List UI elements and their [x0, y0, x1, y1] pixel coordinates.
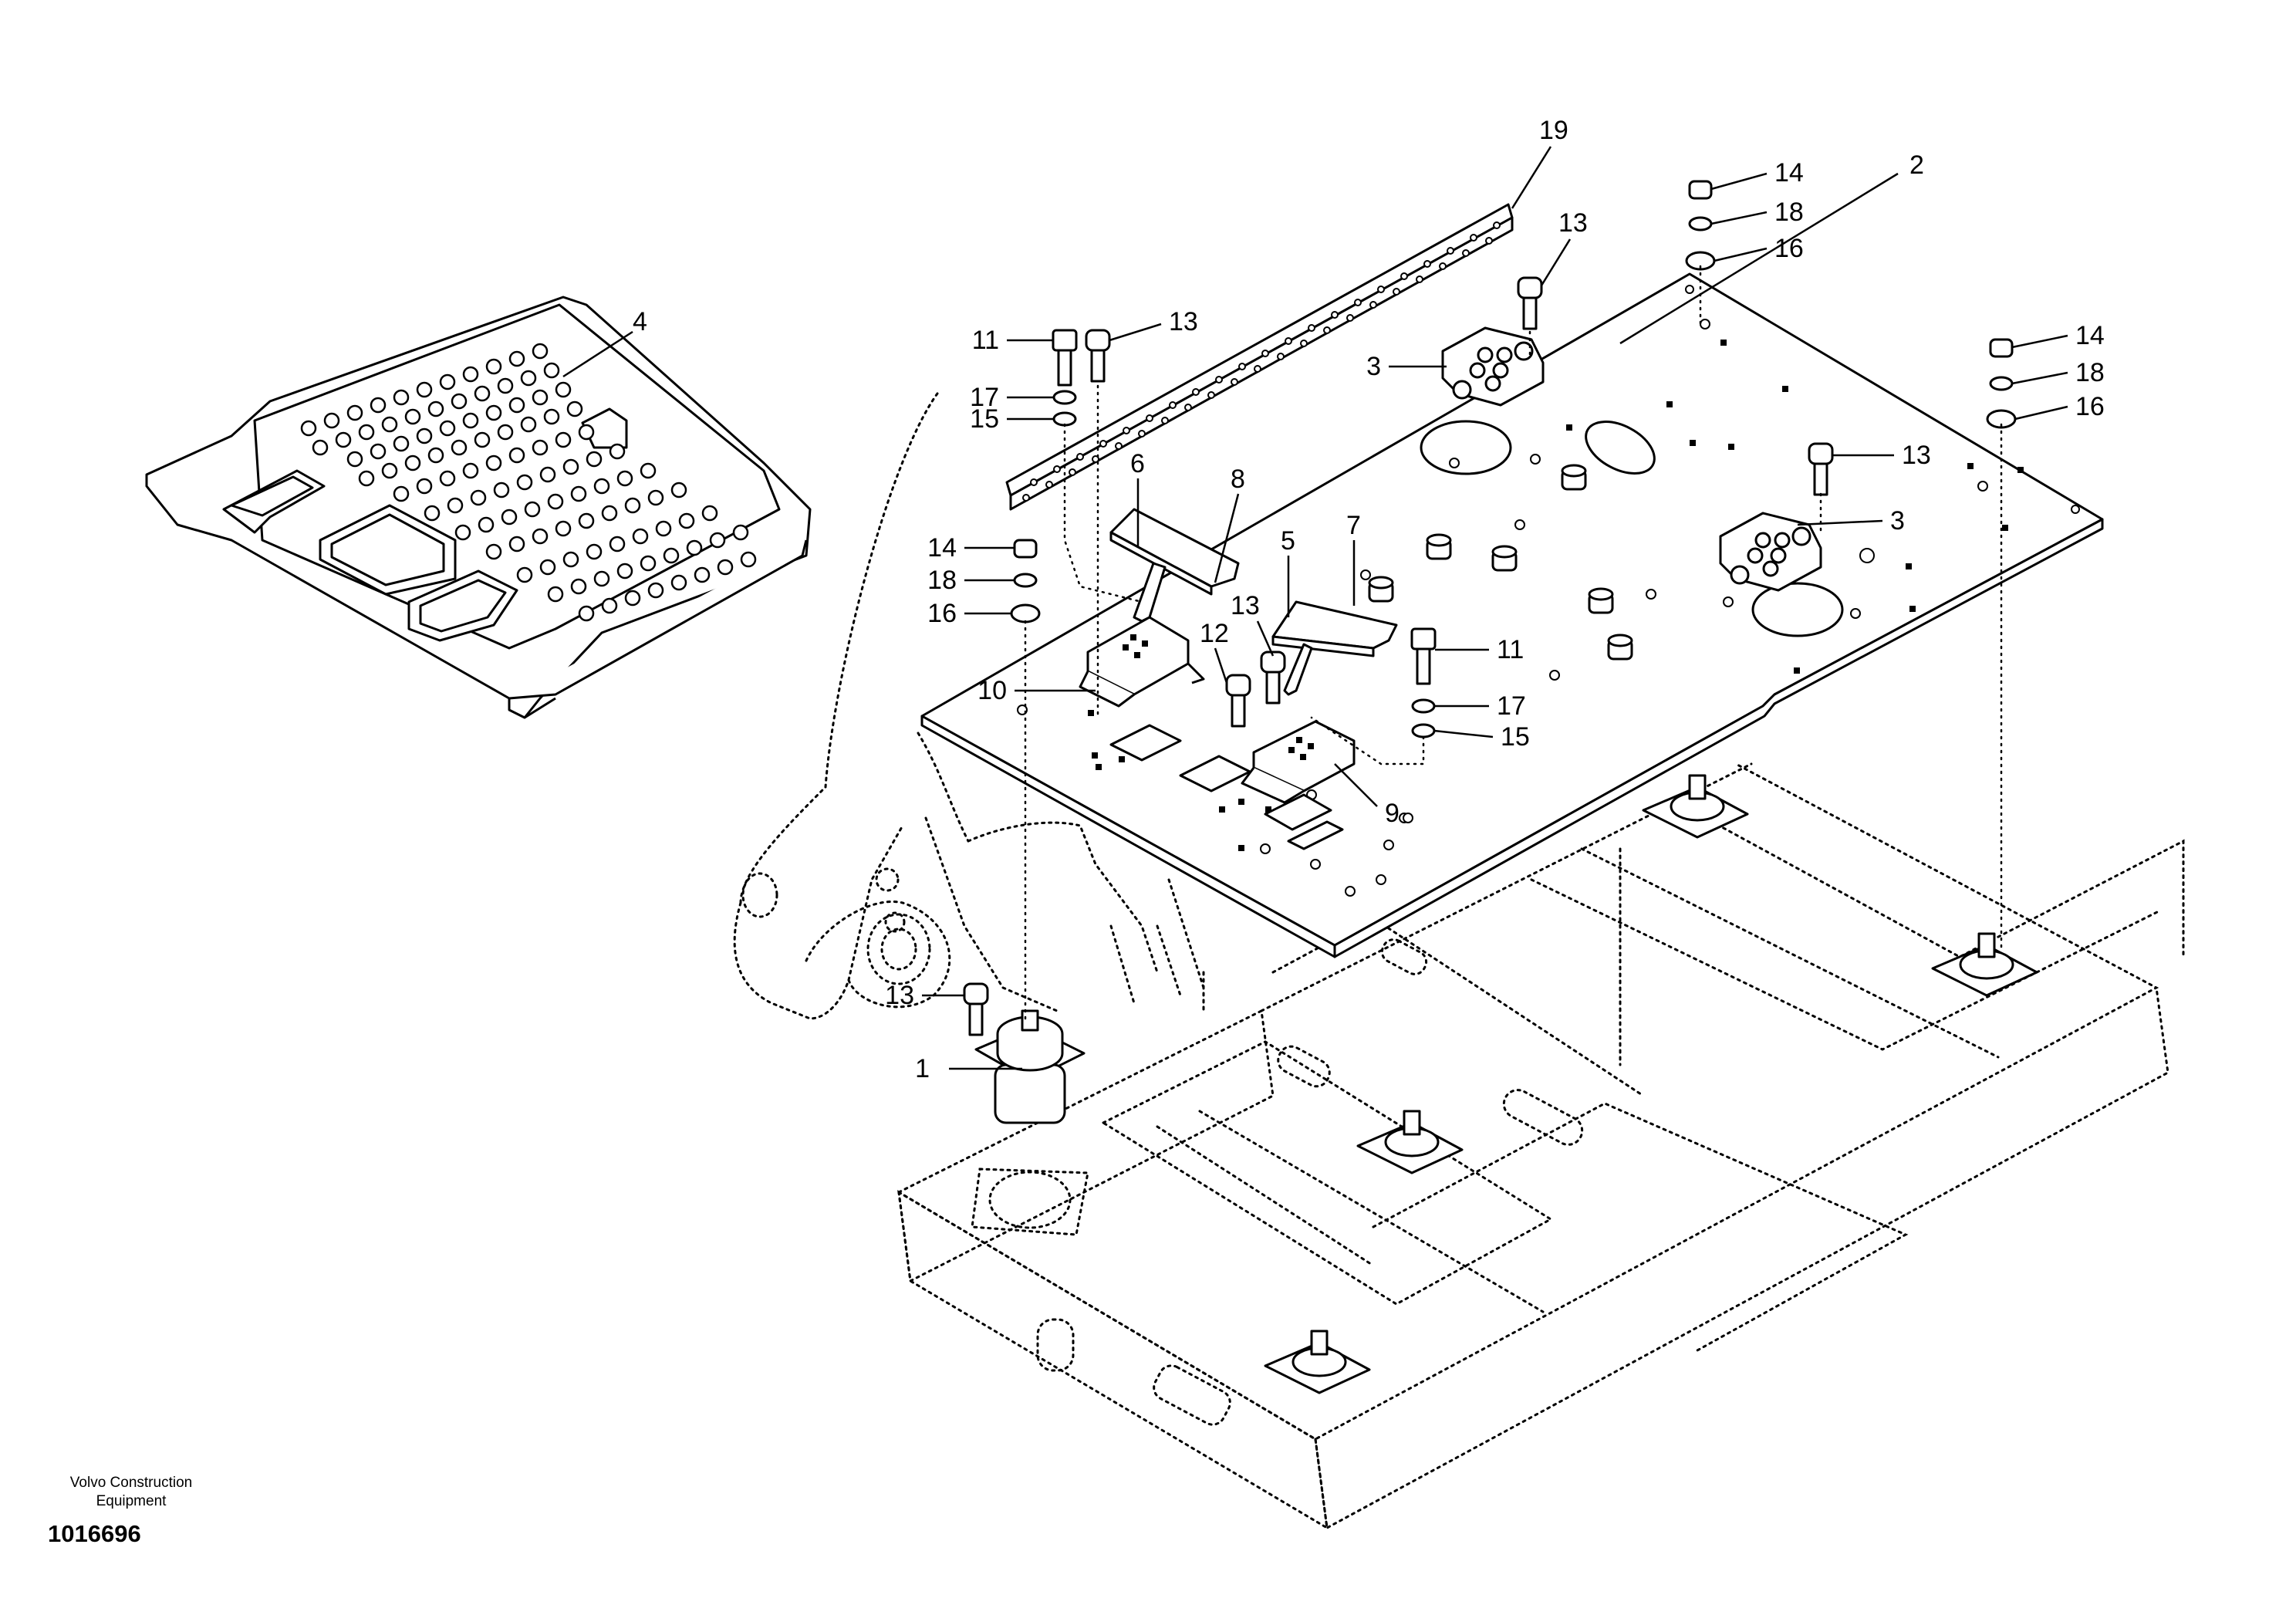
washer-nut — [1010, 180, 2017, 738]
callout-9: 9 — [1385, 799, 1400, 828]
plate-hole — [1017, 285, 2080, 897]
callout-13-lower: 13 — [885, 981, 914, 1010]
strip-hole — [1022, 221, 1501, 502]
pedal-bracket-right — [1241, 720, 1356, 804]
callout-4: 4 — [633, 307, 647, 336]
callout-16-right: 16 — [2075, 392, 2105, 421]
callout-12: 12 — [1200, 619, 1229, 648]
callout-14-left: 14 — [927, 533, 957, 563]
callout-14-right: 14 — [2075, 321, 2105, 350]
callout-17-left: 17 — [970, 383, 999, 412]
bolt — [963, 276, 1834, 1036]
callout-17-right: 17 — [1497, 691, 1526, 721]
callout-19: 19 — [1539, 116, 1568, 145]
callout-5: 5 — [1281, 526, 1295, 556]
upperstructure-frame-outline — [733, 392, 2185, 1530]
floor-mat — [145, 296, 812, 719]
rubber-mount — [974, 774, 2038, 1394]
callout-labels: 1 2 3 3 4 5 6 7 8 9 10 11 11 12 13 13 13… — [633, 116, 2105, 1083]
callout-6: 6 — [1130, 449, 1145, 478]
assembly-line — [1024, 265, 2003, 1020]
callout-3-left: 3 — [1366, 352, 1381, 381]
callout-15-right: 15 — [1501, 722, 1530, 752]
plate-boss — [1368, 464, 1633, 661]
drawing-number: 1016696 — [48, 1520, 141, 1547]
pedal-right — [1271, 600, 1398, 696]
callout-18-left: 18 — [927, 566, 957, 595]
callout-14-top: 14 — [1774, 158, 1804, 188]
callout-8: 8 — [1231, 465, 1245, 494]
callout-16-left: 16 — [927, 599, 957, 628]
callout-10: 10 — [977, 676, 1007, 705]
leader-lines — [562, 146, 2068, 1070]
callout-1: 1 — [915, 1054, 930, 1083]
pedal-support-strip — [1005, 203, 1514, 511]
callout-2: 2 — [1909, 150, 1924, 180]
pedal-bracket-left — [1079, 616, 1205, 708]
brand-line-1: Volvo Construction — [69, 1475, 193, 1491]
mount-plate-left — [1441, 326, 1545, 407]
callout-18-top: 18 — [1774, 198, 1804, 227]
callout-3-right: 3 — [1890, 506, 1905, 536]
pedal-left — [1109, 508, 1240, 623]
callout-11-left: 11 — [972, 326, 999, 355]
drawing-footer: Volvo Construction Equipment 1016696 — [31, 1474, 231, 1548]
callout-11-right: 11 — [1497, 635, 1524, 664]
callout-13-right: 13 — [1902, 441, 1931, 470]
callout-7: 7 — [1346, 511, 1361, 540]
mount-plate-right — [1719, 512, 1822, 592]
callout-13-top: 13 — [1558, 208, 1588, 238]
callout-13-mid: 13 — [1231, 591, 1260, 620]
mat-stud — [300, 343, 757, 622]
callout-13-top-left: 13 — [1169, 307, 1198, 336]
callout-18-right: 18 — [2075, 358, 2105, 387]
callout-15-left: 15 — [970, 404, 999, 434]
callout-16-top: 16 — [1774, 234, 1804, 263]
brand-line-2: Equipment — [96, 1493, 167, 1509]
